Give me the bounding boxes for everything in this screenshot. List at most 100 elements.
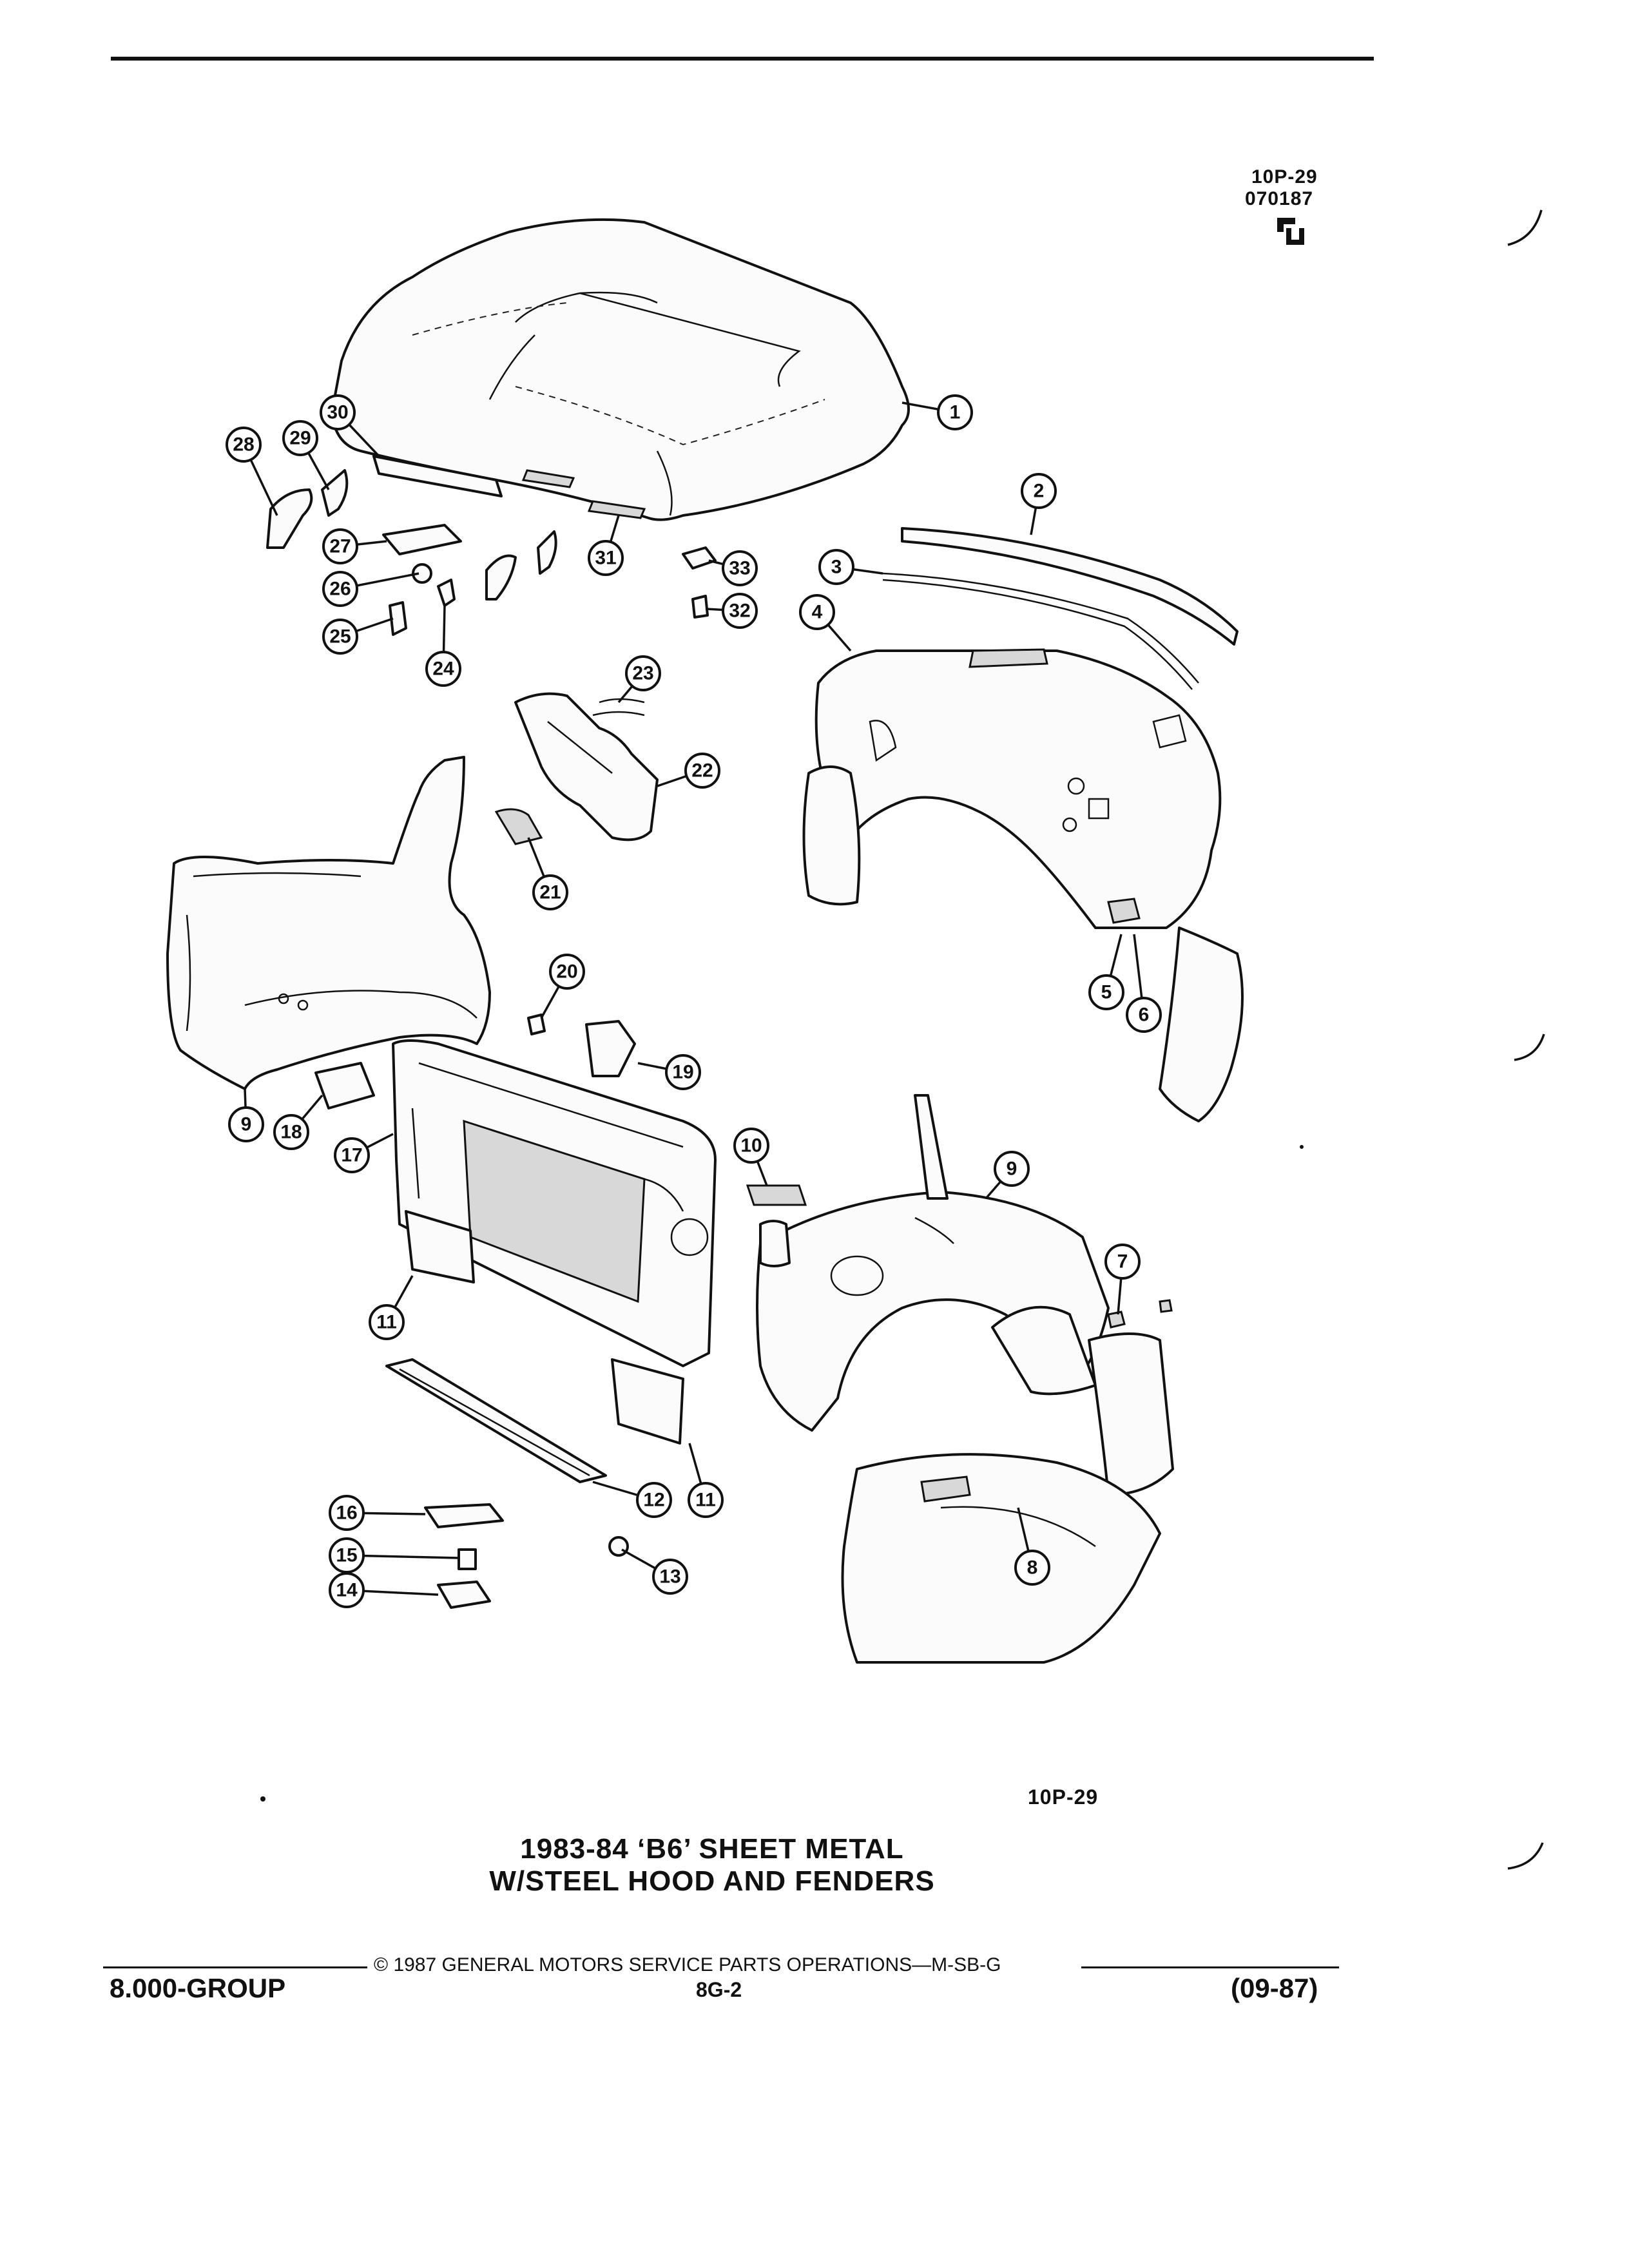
callout-9: 9 [985,1151,1030,1200]
callout-circle [688,1482,724,1518]
callout-23: 23 [617,655,661,704]
callout-circle [818,549,854,585]
callout-number: 21 [539,882,561,903]
callout-number: 1 [950,402,961,423]
callout-number: 33 [729,558,750,579]
callout-11: 11 [688,1443,724,1518]
callout-12: 12 [592,1481,672,1518]
callout-7: 7 [1104,1244,1141,1315]
callout-circle [226,427,262,463]
callout-circle [652,1559,688,1595]
callout-circle [273,1114,309,1150]
callout-24: 24 [425,605,461,687]
callout-number: 12 [643,1490,664,1511]
callout-number: 7 [1117,1251,1128,1273]
callout-29: 29 [282,420,330,490]
callout-number: 17 [341,1145,362,1166]
gm-logo: GM [1277,218,1304,245]
scan-dot [260,1796,265,1802]
callout-number: 15 [336,1545,357,1566]
callout-number: 8 [1027,1557,1038,1579]
callout-circle [994,1151,1030,1187]
callout-1: 1 [901,394,973,430]
callout-4: 4 [799,594,852,652]
callout-19: 19 [637,1054,701,1090]
callout-circle [937,394,973,430]
inner-fender-part [166,756,491,1090]
binder-mark-icon [1507,1842,1544,1870]
footer-group: 8.000-GROUP [110,1973,286,2003]
ref-date: 070187 [1245,188,1314,209]
front-fender-part [841,1299,1174,1664]
callout-13: 13 [621,1548,688,1595]
footer-rule-left [103,1966,367,1968]
callout-circle [1014,1550,1050,1586]
callout-number: 13 [659,1566,680,1588]
callout-circle [1126,997,1162,1033]
callout-circle [320,394,356,430]
binder-mark-icon [1507,209,1543,246]
callout-number: 10 [740,1135,762,1157]
callout-20: 20 [540,954,585,1019]
callout-circle [1104,1244,1141,1280]
callout-number: 31 [595,548,616,569]
radiator-support-part [392,1039,717,1367]
mount-hardware-part [424,1503,629,1609]
footer-rule-right [1081,1966,1339,1968]
callout-circle [636,1482,672,1518]
footer-copyright: © 1987 GENERAL MOTORS SERVICE PARTS OPER… [374,1954,1001,1975]
small-bracket-part [314,1014,636,1110]
hinge-bracket-part [266,469,557,601]
callout-14: 14 [329,1572,439,1608]
diagram-caption-line1: 1983-84 ‘B6’ SHEET METAL [520,1833,904,1865]
callout-circle [549,954,585,990]
callout-circle [334,1137,370,1173]
callout-number: 23 [632,663,653,684]
lower-panel-part [385,1358,607,1483]
bumper-stop-part [682,546,717,619]
callout-2: 2 [1021,473,1057,535]
callout-number: 16 [336,1503,357,1524]
callout-number: 32 [729,601,750,622]
air-deflector-part [405,1210,684,1445]
callout-circle [733,1128,769,1164]
callout-31: 31 [588,515,624,576]
callout-circle [322,619,358,655]
diagram-caption-line2: W/STEEL HOOD AND FENDERS [489,1865,935,1897]
callout-15: 15 [329,1537,459,1573]
callout-5: 5 [1088,934,1124,1010]
callout-18: 18 [273,1094,323,1150]
callout-circle [322,571,358,607]
callout-21: 21 [527,837,568,910]
callout-circle [665,1054,701,1090]
callout-number: 25 [329,626,351,648]
callout-30: 30 [320,394,381,459]
hood-strip-part [372,455,646,519]
callout-circle [228,1106,264,1142]
callout-11: 11 [369,1275,414,1340]
callout-number: 2 [1034,481,1045,502]
scan-dot [1300,1145,1304,1149]
callout-circle [722,550,758,586]
callout-number: 6 [1139,1004,1150,1026]
callout-circle [1088,974,1124,1010]
callout-22: 22 [657,753,720,789]
callout-25: 25 [322,617,394,655]
figure-code: 10P-29 [1028,1785,1098,1809]
callout-number: 4 [812,602,823,623]
top-rule [111,57,1374,61]
callout-circle [322,528,358,564]
latch-hardware-part [382,524,462,636]
callout-circle [684,753,720,789]
callout-number: 20 [556,961,577,983]
callout-circle [799,594,835,630]
callout-circle [722,593,758,629]
weatherstrip-part [882,527,1239,690]
fender-part [802,648,1244,1122]
hood-hinge-part [494,692,659,845]
callout-number: 29 [289,428,311,449]
ref-code: 10P-29 [1251,166,1318,187]
callout-number: 27 [329,536,351,557]
callout-number: 26 [329,579,351,600]
